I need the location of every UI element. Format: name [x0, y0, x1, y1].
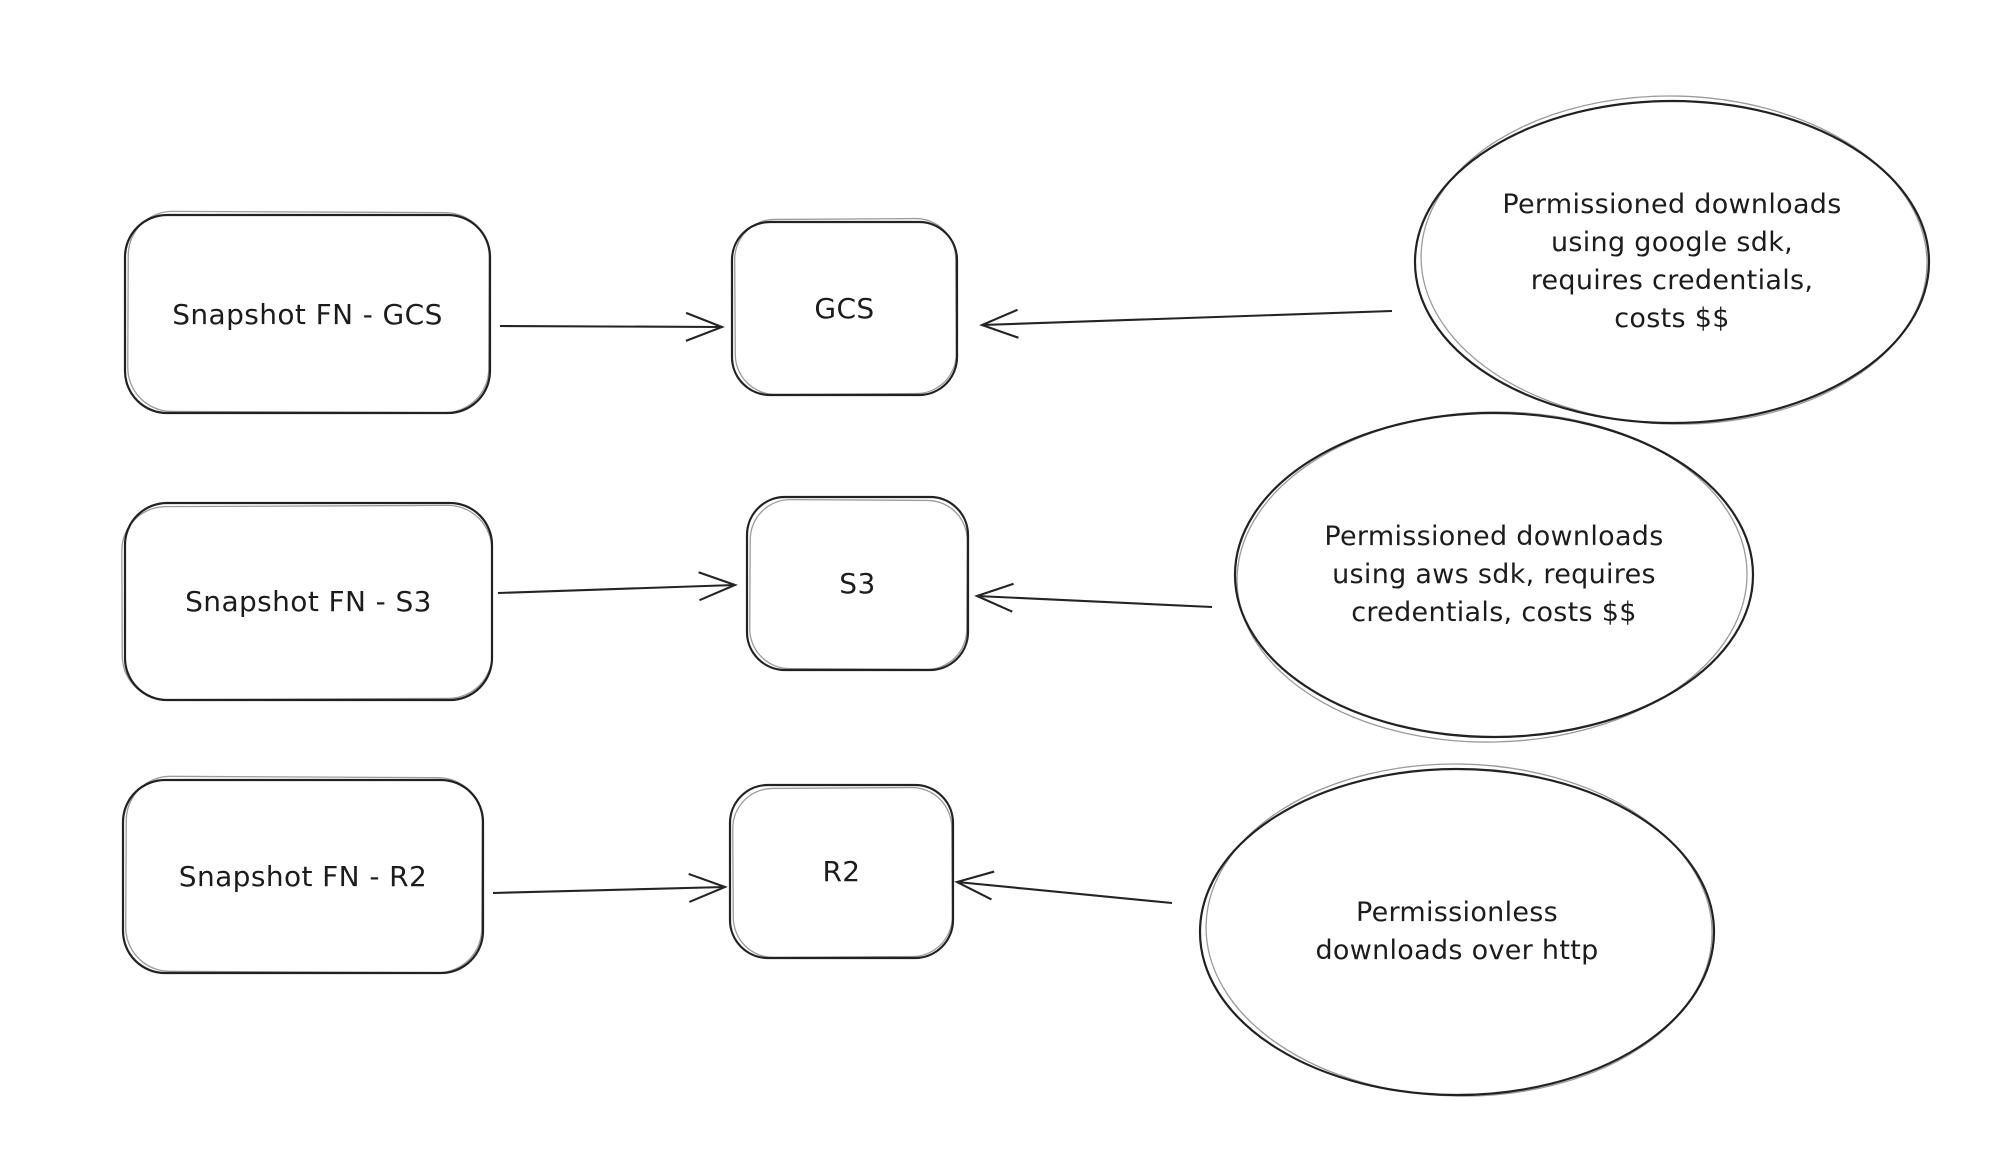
- note-r2-line-2: downloads over http: [1315, 935, 1599, 966]
- arrow-note-to-s3: [974, 582, 1213, 613]
- source-node-gcs-shape: [123, 213, 492, 415]
- source-node-s3-shape-echo: [121, 504, 493, 701]
- note-ellipse-s3-shape-echo: [1236, 411, 1748, 743]
- arrow-source-to-s3: [497, 571, 738, 602]
- note-s3-text: Permissioned downloads using aws sdk, re…: [1235, 413, 1753, 737]
- note-s3-line-1: Permissioned downloads: [1324, 521, 1664, 552]
- source-node-s3-label: Snapshot FN - S3: [185, 585, 432, 618]
- note-r2-line-1: Permissionless: [1355, 897, 1559, 928]
- target-node-r2-label: R2: [822, 855, 861, 888]
- note-r2-text: Permissionless downloads over http: [1200, 769, 1714, 1095]
- target-node-gcs-label: GCS: [814, 292, 875, 325]
- note-gcs-line-3: requires credentials,: [1530, 265, 1814, 296]
- target-node-s3-shape: [745, 495, 970, 672]
- note-s3-line-2: using aws sdk, requires: [1332, 559, 1656, 590]
- note-ellipse-s3-shape: [1233, 411, 1755, 739]
- note-gcs-text: Permissioned downloads using google sdk,…: [1415, 101, 1929, 423]
- source-node-r2-shape: [121, 778, 485, 975]
- target-node-gcs-shape: [730, 220, 959, 397]
- note-s3-line-3: credentials, costs $$: [1351, 597, 1637, 628]
- source-node-gcs-label: Snapshot FN - GCS: [172, 297, 443, 331]
- target-node-r2-shape-echo: [732, 786, 953, 959]
- arrow-source-to-r2: [492, 872, 728, 903]
- target-node-s3-shape-echo: [749, 498, 968, 671]
- source-node-r2-label: Snapshot FN - R2: [178, 860, 428, 893]
- target-node-r2-shape: [728, 783, 955, 960]
- source-node-r2-shape-echo: [125, 775, 483, 974]
- target-node-s3-label: S3: [839, 567, 876, 600]
- arrow-note-to-gcs: [979, 308, 1393, 339]
- note-ellipse-gcs-shape: [1413, 99, 1931, 425]
- note-gcs-line-4: costs $$: [1614, 303, 1730, 334]
- source-node-s3-shape: [123, 501, 494, 702]
- note-ellipse-r2-shape-echo: [1205, 763, 1713, 1097]
- note-gcs-line-2: using google sdk,: [1550, 227, 1794, 258]
- note-ellipse-gcs-shape-echo: [1420, 95, 1928, 425]
- source-node-gcs-shape-echo: [127, 210, 490, 414]
- arrow-note-to-r2: [954, 870, 1173, 905]
- note-ellipse-r2-shape: [1198, 767, 1716, 1097]
- arrow-source-to-gcs: [499, 311, 725, 342]
- note-gcs-line-1: Permissioned downloads: [1502, 189, 1842, 220]
- target-node-gcs-shape-echo: [734, 217, 957, 396]
